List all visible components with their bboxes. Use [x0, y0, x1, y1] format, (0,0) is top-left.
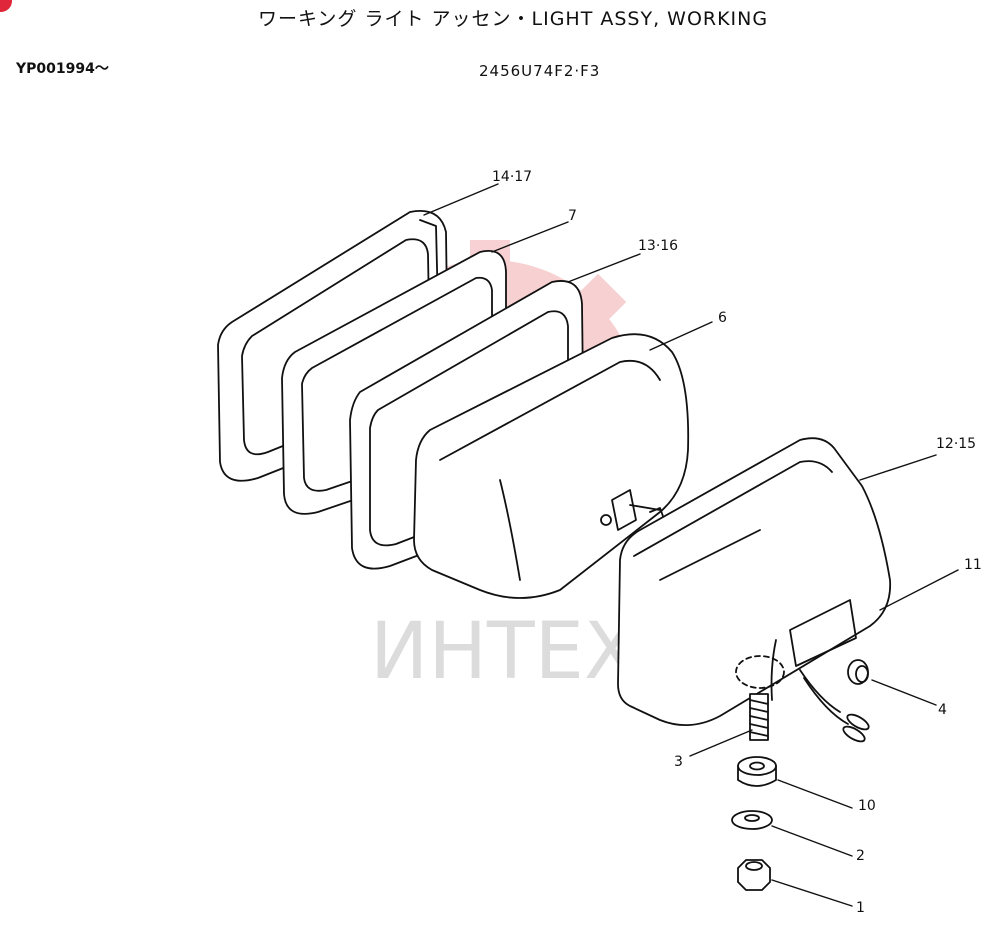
- callout-10: 10: [858, 798, 876, 814]
- spacer-10: [737, 756, 777, 787]
- callout-4: 4: [938, 702, 947, 718]
- serial-range: YP001994～: [16, 61, 109, 77]
- callout-12-15: 12·15: [936, 436, 976, 452]
- leader-lines: [423, 183, 959, 907]
- callout-11: 11: [964, 557, 982, 573]
- nut-1: [737, 859, 771, 891]
- callout-3: 3: [674, 754, 683, 770]
- lamp-lens-6: [413, 333, 690, 599]
- callout-1: 1: [856, 900, 865, 916]
- callout-14-17: 14·17: [492, 169, 532, 185]
- callout-7: 7: [568, 208, 577, 224]
- callout-6: 6: [718, 310, 727, 326]
- washer-2: [731, 810, 773, 830]
- grommet-4: [847, 659, 869, 685]
- housing-12-15: [617, 437, 892, 743]
- bolt-3: [749, 693, 769, 741]
- page-title: ワーキング ライト アッセン・LIGHT ASSY, WORKING: [258, 8, 769, 30]
- part-number: 2456U74F2·F3: [479, 62, 601, 80]
- callout-13-16: 13·16: [638, 238, 678, 254]
- callout-2: 2: [856, 848, 865, 864]
- watermark-text: ИНТЕХ: [370, 607, 637, 697]
